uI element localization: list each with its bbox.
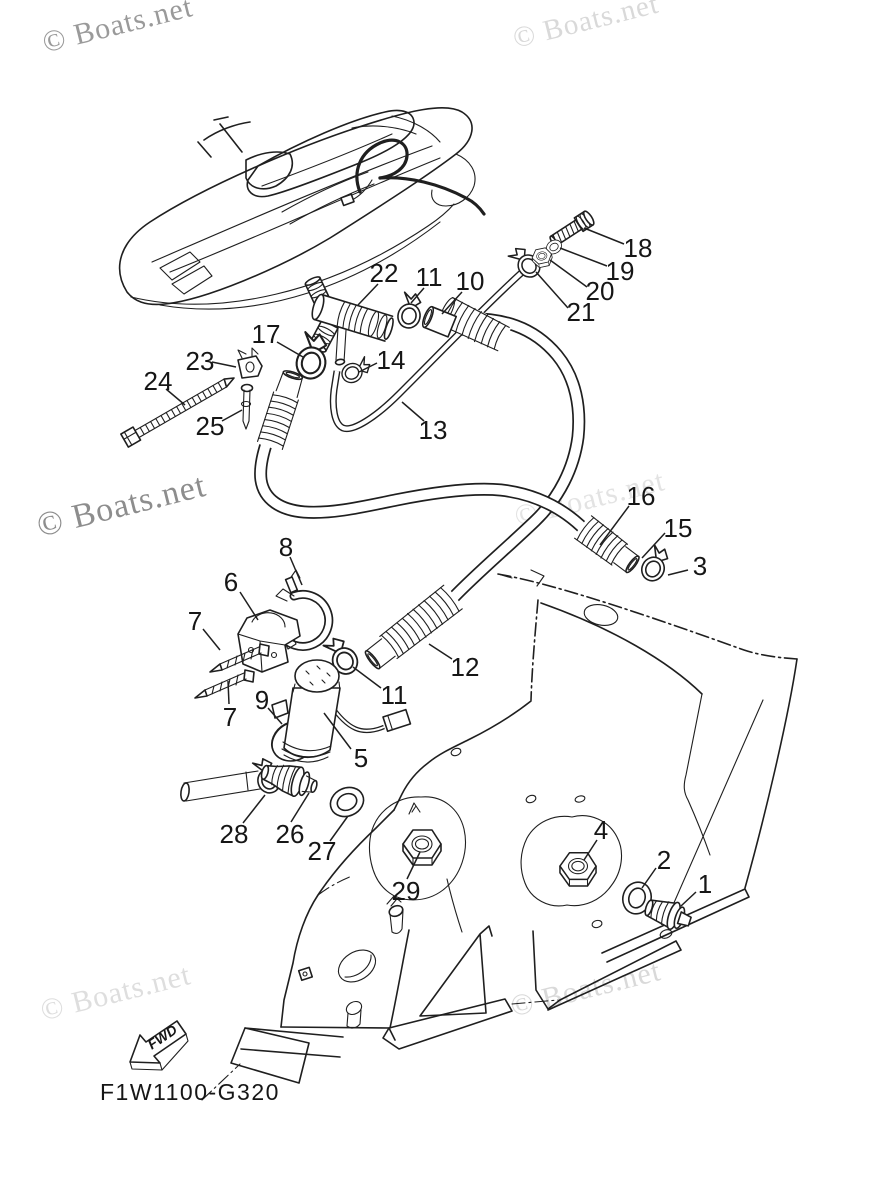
- jetski-sketch: [118, 106, 486, 310]
- callout-2: 2: [657, 845, 671, 875]
- leader-line: [583, 839, 598, 861]
- part-elbow-fitting: [304, 276, 394, 366]
- leader-line: [599, 505, 630, 546]
- callout-12: 12: [451, 652, 480, 682]
- callout-7: 7: [188, 606, 202, 636]
- part-bilge-pump: [271, 659, 412, 763]
- part-cable-tie-24: [120, 377, 235, 448]
- leader-line: [535, 271, 569, 309]
- leader-line: [549, 259, 588, 288]
- leader-line: [358, 362, 378, 373]
- callout-9: 9: [255, 685, 269, 715]
- hull-drawing: [201, 569, 798, 1101]
- sleeve-12: [363, 583, 464, 672]
- callout-4: 4: [594, 815, 608, 845]
- watermark: © Boats.net: [507, 954, 664, 1023]
- watermark: © Boats.net: [39, 0, 196, 59]
- leader-line: [227, 680, 230, 705]
- callout-1: 1: [698, 869, 712, 899]
- leader-line: [289, 556, 303, 586]
- leader-line: [428, 643, 453, 660]
- part-clamp-3: [636, 542, 675, 586]
- part-clamp-23: [237, 347, 263, 379]
- leader-line: [441, 291, 463, 315]
- callout-11: 11: [416, 262, 443, 292]
- callout-27: 27: [308, 836, 337, 866]
- callout-23: 23: [186, 346, 215, 376]
- callout-28: 28: [220, 819, 249, 849]
- leader-line: [221, 409, 243, 422]
- leader-line: [239, 591, 259, 621]
- leader-line: [290, 792, 310, 823]
- callout-14: 14: [377, 345, 406, 375]
- leader-line: [357, 283, 379, 306]
- callout-10: 10: [456, 266, 485, 296]
- leader-line: [323, 712, 352, 750]
- sleeve-loop-top: [256, 370, 304, 452]
- watermark: © Boats.net: [510, 0, 662, 55]
- part-washer-2: [621, 881, 653, 915]
- leader-line: [410, 287, 425, 304]
- leader-line: [242, 794, 266, 824]
- part-screw-7b: [194, 669, 255, 699]
- callout-13: 13: [419, 415, 448, 445]
- callout-7: 7: [223, 702, 237, 732]
- fwd-arrow: FWD: [129, 1020, 189, 1071]
- callout-22: 22: [370, 258, 399, 288]
- part-tube-10: [421, 305, 458, 338]
- sleeve-16: [572, 514, 641, 576]
- part-rivet-25: [240, 383, 254, 430]
- leader-line: [211, 361, 237, 368]
- leader-line: [267, 707, 283, 725]
- sleeve-upper: [437, 296, 512, 354]
- callout-15: 15: [664, 513, 693, 543]
- callout-17: 17: [252, 319, 281, 349]
- part-clamp-11-upper: [394, 290, 427, 332]
- leader-line: [276, 341, 304, 358]
- callout-18: 18: [624, 233, 653, 263]
- leader-line: [680, 891, 697, 907]
- leader-line: [559, 247, 608, 267]
- part-fitting-1: [644, 899, 692, 931]
- leader-line: [406, 851, 421, 880]
- callout-25: 25: [196, 411, 225, 441]
- diagram-code: F1W1100-G320: [100, 1079, 280, 1105]
- leader-line: [667, 569, 689, 576]
- callout-3: 3: [693, 551, 707, 581]
- callout-21: 21: [567, 297, 596, 327]
- callout-24: 24: [144, 366, 173, 396]
- part-washer-27: [329, 786, 365, 818]
- callout-29: 29: [392, 876, 421, 906]
- leader-line: [583, 227, 625, 245]
- leader-line: [401, 401, 425, 422]
- part-bracket-6: [237, 609, 301, 673]
- callout-layer: 1234567789101111121314151617181920212223…: [144, 227, 712, 907]
- leader-line: [352, 666, 382, 689]
- hose-bilge-loop: [254, 396, 590, 535]
- leader-line: [641, 867, 657, 889]
- leader-line: [202, 628, 221, 651]
- callout-5: 5: [354, 743, 368, 773]
- part-nut-4: [559, 852, 597, 887]
- callout-26: 26: [276, 819, 305, 849]
- leader-line: [165, 388, 186, 406]
- leader-line: [329, 815, 349, 842]
- watermark: © Boats.net: [33, 467, 210, 545]
- part-hose-end-28: [180, 770, 261, 802]
- hose-main-upper: [448, 312, 586, 603]
- callout-19: 19: [606, 256, 635, 286]
- callout-6: 6: [224, 567, 238, 597]
- callout-8: 8: [279, 532, 293, 562]
- leader-line: [641, 532, 666, 559]
- callout-16: 16: [627, 481, 656, 511]
- part-fitting-26: [260, 764, 318, 798]
- callout-11: 11: [381, 680, 408, 710]
- part-nut-29: [402, 829, 442, 866]
- watermark: © Boats.net: [37, 958, 194, 1027]
- callout-20: 20: [586, 276, 615, 306]
